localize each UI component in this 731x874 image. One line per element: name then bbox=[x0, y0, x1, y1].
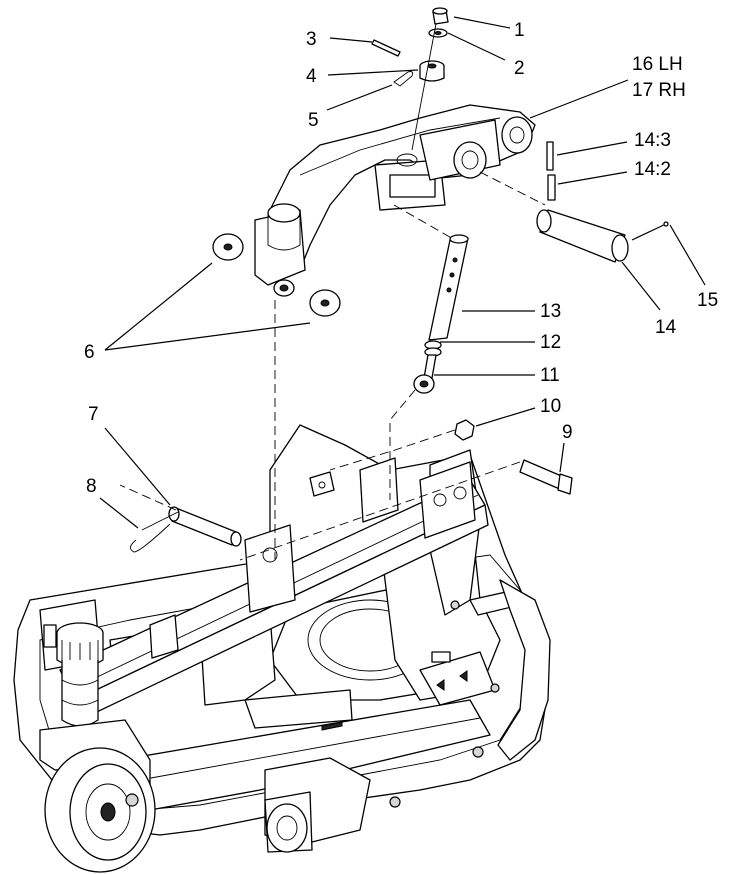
callout-4: 4 bbox=[306, 66, 317, 87]
top-hardware bbox=[212, 7, 449, 317]
callout-14-3: 14:3 bbox=[634, 130, 671, 151]
callout-12: 12 bbox=[540, 332, 561, 353]
height-adjust-parts bbox=[413, 234, 475, 441]
callout-9: 9 bbox=[562, 422, 573, 443]
callout-labels: 1 2 3 4 5 16 LH 17 RH 14:3 14:2 15 14 13… bbox=[84, 20, 718, 497]
callout-11: 11 bbox=[540, 365, 560, 386]
callout-16-lh: 16 LH bbox=[632, 54, 683, 75]
callout-6: 6 bbox=[84, 342, 95, 363]
caster-wheel-assembly bbox=[39, 622, 156, 873]
leader-lines bbox=[99, 16, 706, 529]
callout-17-rh: 17 RH bbox=[632, 80, 686, 101]
callout-2: 2 bbox=[514, 58, 525, 79]
callout-13: 13 bbox=[540, 301, 561, 322]
callout-10: 10 bbox=[540, 396, 561, 417]
callout-7: 7 bbox=[88, 404, 99, 425]
axle-parts bbox=[536, 141, 669, 263]
callout-8: 8 bbox=[86, 476, 97, 497]
alignment-lines bbox=[119, 171, 546, 561]
side-pins bbox=[130, 459, 573, 553]
callout-14-2: 14:2 bbox=[634, 159, 671, 180]
callout-1: 1 bbox=[514, 20, 525, 41]
pivot-arm bbox=[254, 104, 536, 297]
callout-15: 15 bbox=[697, 290, 718, 311]
callout-3: 3 bbox=[306, 29, 317, 50]
callout-5: 5 bbox=[308, 110, 319, 131]
callout-14: 14 bbox=[655, 317, 677, 338]
